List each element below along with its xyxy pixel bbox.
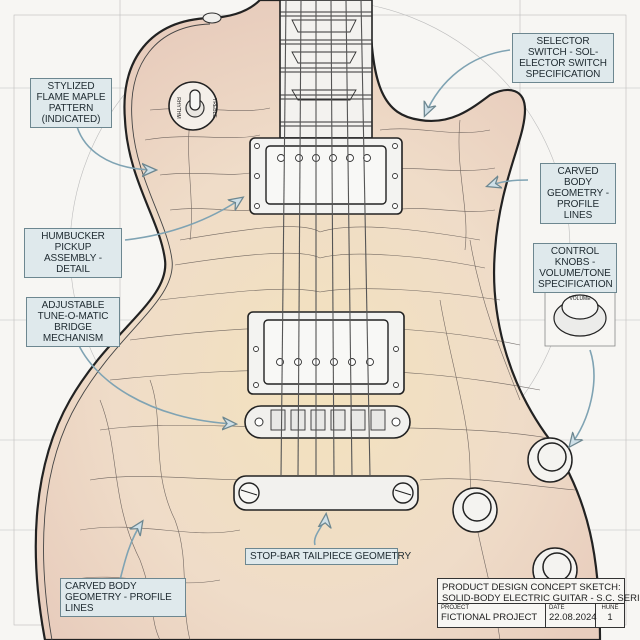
callout-carved-body-left: CARVED BODY GEOMETRY - PROFILE LINES — [60, 578, 186, 617]
sheet-label: HUNE — [601, 605, 619, 611]
title-line-2: SOLID-BODY ELECTRIC GUITAR - S.C. SERIES — [442, 593, 640, 604]
switch-label-treble: TREBLE — [211, 98, 217, 118]
neck-humbucker-pickup — [249, 137, 403, 215]
tune-o-matic-bridge — [244, 405, 411, 439]
date-cell: DATE 22.08.2024 — [546, 604, 597, 627]
switch-label-rhythm: RHYTHM — [175, 97, 181, 118]
knob-volume-1 — [527, 437, 573, 483]
knob-tone-1 — [452, 487, 498, 533]
leader-arrows — [74, 49, 595, 581]
body-binding — [43, 23, 211, 640]
arrow-tailpiece — [313, 515, 326, 546]
arrow-carved-body-left — [119, 522, 142, 581]
callout-humbucker: HUMBUCKER PICKUP ASSEMBLY - DETAIL — [24, 228, 122, 278]
knob-label-volume: VOLUME — [569, 296, 591, 302]
date-label: DATE — [549, 605, 565, 611]
strap-button — [202, 12, 222, 24]
callout-selector-switch: SELECTOR SWITCH - SOL-ELECTOR SWITCH SPE… — [512, 33, 614, 83]
stop-bar-tailpiece — [233, 475, 419, 511]
bridge-humbucker-pickup — [247, 311, 405, 395]
arrow-control-knobs — [570, 349, 595, 446]
callout-carved-body-right: CARVED BODY GEOMETRY - PROFILE LINES — [540, 163, 616, 224]
callout-tailpiece: STOP-BAR TAILPIECE GEOMETRY — [245, 548, 411, 565]
sheet-cell: HUNE 1 — [596, 604, 624, 627]
callout-bridge: ADJUSTABLE TUNE-O-MATIC BRIDGE MECHANISM — [26, 297, 120, 347]
callout-flame-maple: STYLIZED FLAME MAPLE PATTERN (INDICATED) — [30, 78, 112, 128]
title-line-1: PRODUCT DESIGN CONCEPT SKETCH: — [442, 582, 621, 593]
sheet-value: 1 — [607, 612, 613, 623]
fret-inlays — [291, 19, 357, 101]
callout-control-knobs: CONTROL KNOBS - VOLUME/TONE SPECIFICATIO… — [533, 243, 617, 293]
pickup-selector-switch: RHYTHM TREBLE — [168, 81, 218, 131]
arrow-bridge — [74, 335, 235, 424]
arrow-humbucker — [124, 198, 242, 241]
title-block: PRODUCT DESIGN CONCEPT SKETCH: SOLID-BOD… — [437, 578, 640, 628]
guitar-strings — [280, 0, 371, 477]
date-value: 22.08.2024 — [549, 612, 597, 623]
arrow-selector-switch — [425, 49, 511, 115]
fretboard — [279, 0, 373, 139]
control-knobs — [452, 437, 578, 593]
project-value: FICTIONAL PROJECT — [441, 612, 538, 623]
arrow-carved-body-right — [488, 180, 529, 186]
project-label: PROJECT — [441, 605, 470, 611]
project-cell: PROJECT FICTIONAL PROJECT — [438, 604, 546, 627]
title-block-heading: PRODUCT DESIGN CONCEPT SKETCH: SOLID-BOD… — [438, 579, 640, 604]
